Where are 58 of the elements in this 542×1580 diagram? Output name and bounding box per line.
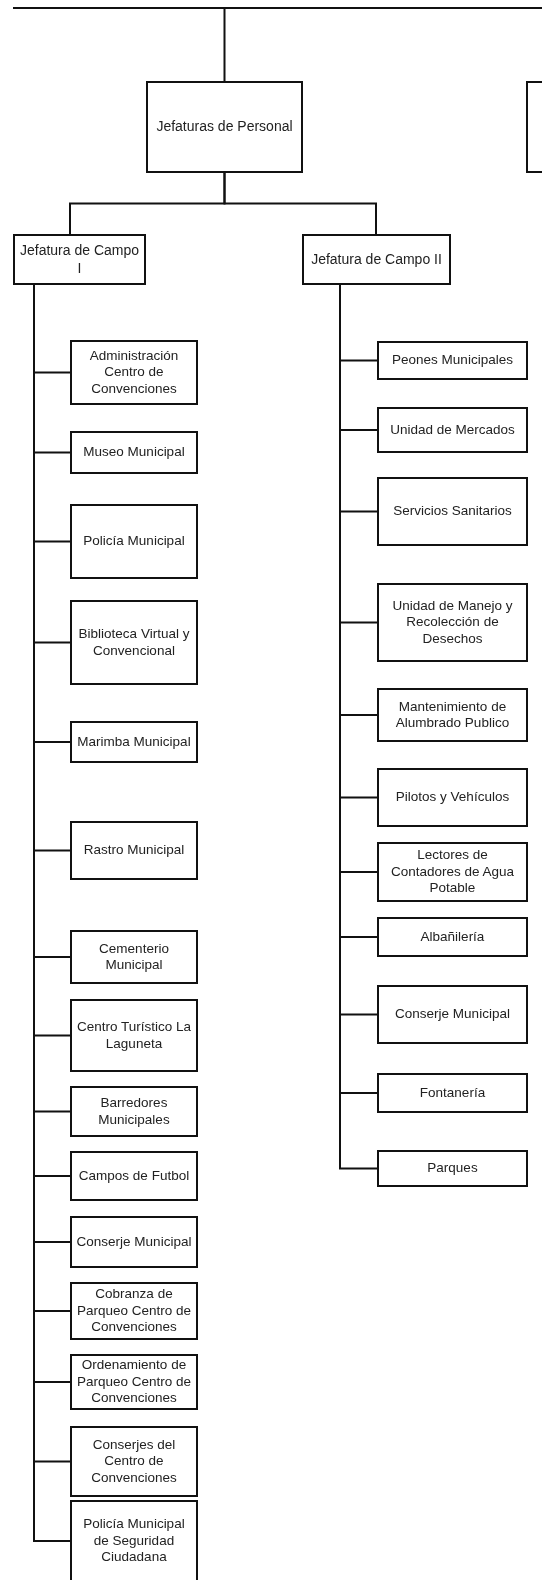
box-label: Conserjes del Centro de Convenciones bbox=[90, 1436, 178, 1487]
box-label: Lectores de Contadores de Agua Potable bbox=[389, 847, 516, 897]
box-label: Marimba Municipal bbox=[77, 733, 191, 751]
box-label: Parques bbox=[427, 1160, 478, 1177]
org-box bbox=[377, 688, 528, 742]
connector-line bbox=[12, 7, 542, 82]
box-label: Conserje Municipal bbox=[76, 1233, 192, 1251]
box-label: Albañilería bbox=[420, 928, 485, 946]
org-box bbox=[377, 985, 528, 1044]
org-box bbox=[70, 930, 198, 984]
org-box bbox=[70, 1426, 198, 1497]
box-label: Jefatura de Campo I bbox=[18, 242, 141, 277]
org-box bbox=[302, 234, 451, 285]
org-box bbox=[70, 431, 198, 474]
box-label: Ordenamiento de Parqueo Centro de Convenciones bbox=[75, 1357, 193, 1407]
box-label: Mantenimiento de Alumbrado Publico bbox=[394, 698, 511, 732]
box-label: Peones Municipales bbox=[392, 352, 513, 369]
box-label: Rastro Municipal bbox=[83, 842, 185, 859]
org-box bbox=[377, 407, 528, 453]
org-box bbox=[70, 1216, 198, 1268]
box-label: Cementerio Municipal bbox=[98, 940, 170, 974]
box-label: Campos de Futbol bbox=[78, 1167, 190, 1185]
org-box bbox=[377, 583, 528, 662]
connector-line bbox=[223, 172, 377, 235]
org-box bbox=[377, 842, 528, 902]
org-box bbox=[70, 1086, 198, 1137]
box-label: Fontanería bbox=[419, 1084, 486, 1102]
box-label: Cobranza de Parqueo Centro de Convenciones bbox=[75, 1286, 193, 1336]
box-label: Jefatura de Campo II bbox=[311, 250, 442, 269]
box-label: Museo Municipal bbox=[83, 444, 185, 461]
box-label: Policía Municipal bbox=[83, 533, 185, 550]
box-label: Unidad de Mercados bbox=[390, 421, 515, 439]
box-label: Conserje Municipal bbox=[395, 1006, 510, 1023]
org-box bbox=[70, 999, 198, 1072]
org-box bbox=[377, 477, 528, 546]
org-box bbox=[70, 600, 198, 685]
box-label: Unidad de Manejo y Recolección de Desechos bbox=[391, 597, 514, 648]
org-box bbox=[13, 234, 146, 285]
box-label: Biblioteca Virtual y Convencional bbox=[77, 626, 191, 659]
org-box bbox=[377, 768, 528, 827]
org-box bbox=[377, 1073, 528, 1113]
box-label: Centro Turístico La Laguneta bbox=[75, 1019, 193, 1052]
box-label: Policía Municipal de Seguridad Ciudadana bbox=[82, 1516, 186, 1566]
box-label: Jefaturas de Personal bbox=[156, 118, 293, 136]
org-box bbox=[70, 340, 198, 405]
org-box bbox=[70, 721, 198, 763]
box-label: Barredores Municipales bbox=[97, 1095, 171, 1128]
org-box bbox=[70, 504, 198, 579]
org-box bbox=[377, 341, 528, 380]
org-box bbox=[70, 1500, 198, 1580]
org-box bbox=[377, 1150, 528, 1187]
org-box bbox=[70, 1151, 198, 1201]
org-box bbox=[146, 81, 303, 173]
org-box bbox=[70, 821, 198, 880]
box-label: Servicios Sanitarios bbox=[393, 503, 512, 520]
org-box bbox=[377, 917, 528, 957]
box-label: Pilotos y Vehículos bbox=[395, 789, 510, 806]
box-label: Administración Centro de Convenciones bbox=[88, 347, 180, 398]
